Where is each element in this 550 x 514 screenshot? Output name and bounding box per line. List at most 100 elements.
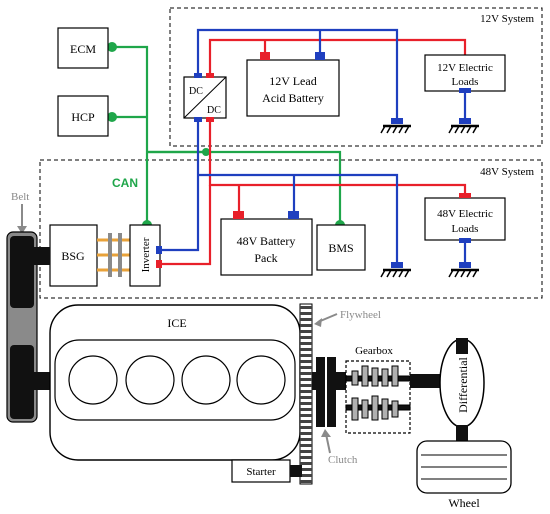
ecm-label: ECM: [70, 42, 96, 56]
ecm-box: [57, 27, 109, 69]
battery-12v-line2: Acid Battery: [262, 91, 324, 105]
battery-terminal-icon: [459, 88, 471, 93]
clutch-plate: [327, 357, 336, 427]
flywheel-label: Flywheel: [340, 309, 381, 321]
loads-12v-box: [424, 54, 506, 92]
flywheel-tooth: [300, 324, 312, 327]
flywheel-tooth: [300, 372, 312, 375]
battery-48v-line2: Pack: [254, 251, 277, 265]
can-label: CAN: [112, 176, 138, 190]
flywheel-tooth: [300, 318, 312, 321]
battery-48v-box: [220, 218, 313, 276]
flywheel-tooth: [300, 336, 312, 339]
pulley-upper: [10, 236, 34, 308]
battery-48v-line1: 48V Battery: [237, 234, 296, 248]
inverter-label: Inverter: [140, 237, 152, 272]
battery-terminal-icon: [260, 52, 270, 60]
battery-terminal-icon: [194, 117, 202, 122]
flywheel-tooth: [300, 450, 312, 453]
battery-12v-line1: 12V Lead: [269, 74, 316, 88]
loads-48v-line2: Loads: [452, 223, 479, 235]
flywheel-tooth: [300, 420, 312, 423]
starter-pinion: [290, 465, 302, 477]
cylinder-2: [125, 355, 175, 405]
cylinder-block: [54, 339, 296, 421]
axle-lower: [456, 425, 468, 443]
flywheel-tooth: [300, 438, 312, 441]
differential-label: Differential: [456, 356, 470, 412]
clutch-disc: [316, 357, 325, 427]
can-bus: [112, 45, 342, 225]
hcp-box: [57, 95, 109, 137]
flywheel-tooth: [300, 390, 312, 393]
flywheel-tooth: [300, 360, 312, 363]
flywheel-tooth: [300, 462, 312, 465]
flywheel-tooth: [300, 456, 312, 459]
can-node-icon: [107, 42, 117, 52]
flywheel-tooth: [300, 402, 312, 405]
gearbox-label: Gearbox: [355, 345, 393, 357]
pulley-lower: [10, 345, 34, 419]
loads-12v-line2: Loads: [452, 76, 479, 88]
flywheel-tooth: [300, 384, 312, 387]
battery-terminal-icon: [156, 246, 162, 254]
battery-terminal-icon: [233, 211, 244, 219]
battery-terminal-icon: [206, 117, 214, 122]
can-node-icon: [202, 148, 210, 156]
flywheel-tooth: [300, 426, 312, 429]
flywheel-tooth: [300, 354, 312, 357]
starter-label: Starter: [246, 466, 276, 478]
loads-48v-line1: 48V Electric: [437, 208, 493, 220]
flywheel-tooth: [300, 432, 312, 435]
battery-terminal-icon: [194, 73, 202, 78]
system-48v-label: 48V System: [480, 166, 534, 178]
bus-48v-positive: [160, 118, 467, 266]
flywheel-tooth: [300, 480, 312, 483]
clutch-label: Clutch: [328, 454, 358, 466]
flywheel-tooth: [300, 312, 312, 315]
cylinder-3: [181, 355, 231, 405]
cylinder-4: [236, 355, 286, 405]
bms-label: BMS: [328, 241, 353, 255]
input-shaft: [336, 372, 348, 390]
flywheel-tooth: [300, 474, 312, 477]
can-node-icon: [107, 112, 117, 122]
gearbox-gears: [345, 365, 411, 421]
hcp-label: HCP: [71, 110, 95, 124]
bus-48v-negative: [160, 118, 467, 266]
dcdc-top-label: DC: [189, 86, 203, 97]
ground-icon: [448, 118, 479, 134]
flywheel-tooth: [300, 330, 312, 333]
flywheel-tooth: [300, 342, 312, 345]
bms-box: [316, 224, 366, 271]
system-48v-box: [39, 159, 543, 299]
dcdc-bottom-label: DC: [207, 105, 221, 116]
wheel-label: Wheel: [448, 496, 480, 510]
flywheel-tooth: [300, 414, 312, 417]
flywheel-tooth: [300, 366, 312, 369]
ice-label: ICE: [167, 316, 186, 330]
inverter-box: [129, 224, 161, 287]
belt-label: Belt: [11, 191, 29, 203]
battery-terminal-icon: [459, 193, 471, 198]
flywheel-tooth: [300, 378, 312, 381]
bsg-shaft: [34, 247, 50, 265]
output-shaft: [410, 374, 446, 388]
flywheel-tooth: [300, 408, 312, 411]
battery-terminal-icon: [156, 260, 162, 268]
bsg-inverter-connection: [97, 233, 130, 277]
flywheel-tooth: [300, 468, 312, 471]
battery-terminal-icon: [315, 52, 325, 60]
bus-12v-negative: [196, 28, 467, 123]
axle-upper: [456, 338, 468, 354]
ground-icon: [448, 262, 479, 278]
system-12v-label: 12V System: [480, 13, 534, 25]
battery-terminal-icon: [288, 211, 299, 219]
ground-icon: [380, 262, 411, 278]
flywheel-tooth: [300, 444, 312, 447]
system-12v-box: [169, 7, 543, 147]
battery-terminal-icon: [206, 73, 214, 78]
battery-terminal-icon: [459, 238, 471, 243]
